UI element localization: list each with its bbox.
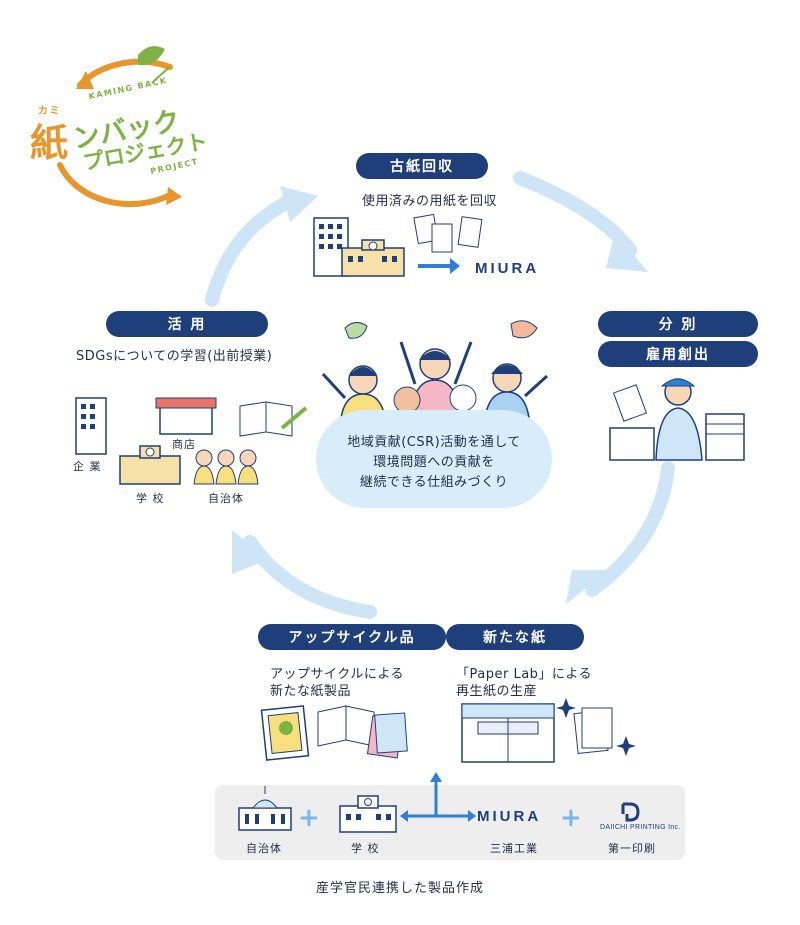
step-upcycle-title: アップサイクル品 bbox=[258, 624, 446, 650]
center-line2: 環境問題への貢献を bbox=[373, 455, 495, 470]
partner-label-miura: 三浦工業 bbox=[490, 842, 538, 855]
upcycle-products-icon bbox=[260, 705, 408, 761]
center-line3: 継続できる仕組みづくり bbox=[359, 475, 509, 490]
label-company: 企 業 bbox=[73, 460, 102, 473]
partners-band bbox=[215, 785, 685, 860]
brand-miura-collect: MIURA bbox=[475, 260, 540, 277]
step-newpaper-desc2: 再生紙の生産 bbox=[456, 684, 538, 699]
step-use-title: 活 用 bbox=[106, 311, 268, 337]
brand-daiichi: DAIICHI PRINTING Inc. bbox=[600, 824, 681, 831]
step-upcycle-desc2: 新たな紙製品 bbox=[270, 684, 352, 699]
step-newpaper-desc1: 「Paper Lab」による bbox=[456, 667, 593, 682]
daiichi-logo-icon bbox=[621, 802, 640, 822]
people-and-animals-icon bbox=[321, 320, 549, 419]
step-newpaper-title: 新たな紙 bbox=[446, 624, 584, 650]
partner-label-municipality: 自治体 bbox=[246, 842, 282, 855]
partners-caption: 産学官民連携した製品作成 bbox=[315, 881, 484, 896]
center-message: 地域貢献(CSR)活動を通して 環境問題への貢献を 継続できる仕組みづくり bbox=[316, 433, 552, 493]
brand-miura-partner: MIURA bbox=[477, 808, 542, 825]
label-school: 学 校 bbox=[136, 492, 165, 505]
step-sort-title: 分 別 bbox=[598, 311, 758, 337]
cityhall-icon bbox=[238, 786, 292, 831]
partner-label-daiichi: 第一印刷 bbox=[608, 842, 656, 855]
logo-cycle-arrows-icon bbox=[57, 46, 182, 208]
plus-icon-1: + bbox=[298, 803, 321, 833]
center-bubble bbox=[316, 410, 552, 508]
plus-icon-2: + bbox=[560, 803, 583, 833]
step-upcycle-desc1: アップサイクルによる bbox=[270, 667, 404, 682]
step-use-desc: SDGsについての学習(出前授業) bbox=[76, 349, 273, 364]
up-down-connector-icon bbox=[400, 772, 476, 822]
arrow-head-3 bbox=[232, 530, 268, 574]
paperlab-machine-icon bbox=[461, 698, 636, 763]
center-line1: 地域貢献(CSR)活動を通して bbox=[347, 435, 521, 450]
logo-kami-small: カミ bbox=[38, 106, 61, 117]
arrow-head-1 bbox=[606, 232, 648, 272]
school-icon bbox=[339, 795, 397, 833]
step-collect-desc: 使用済みの用紙を回収 bbox=[362, 194, 498, 209]
arrow-head-2 bbox=[566, 570, 608, 604]
step-employment-title: 雇用創出 bbox=[598, 341, 758, 367]
partner-label-school: 学 校 bbox=[351, 842, 380, 855]
label-municipality: 自治体 bbox=[208, 492, 244, 505]
step-collect-title: 古紙回収 bbox=[356, 153, 488, 179]
community-illustration-icon bbox=[75, 397, 308, 485]
worker-sorting-icon bbox=[609, 378, 745, 461]
label-shop: 商店 bbox=[172, 438, 196, 451]
collect-illustration-icon bbox=[313, 213, 483, 277]
arrow-head-4 bbox=[280, 186, 318, 222]
logo-kanji: 紙 bbox=[30, 121, 69, 165]
